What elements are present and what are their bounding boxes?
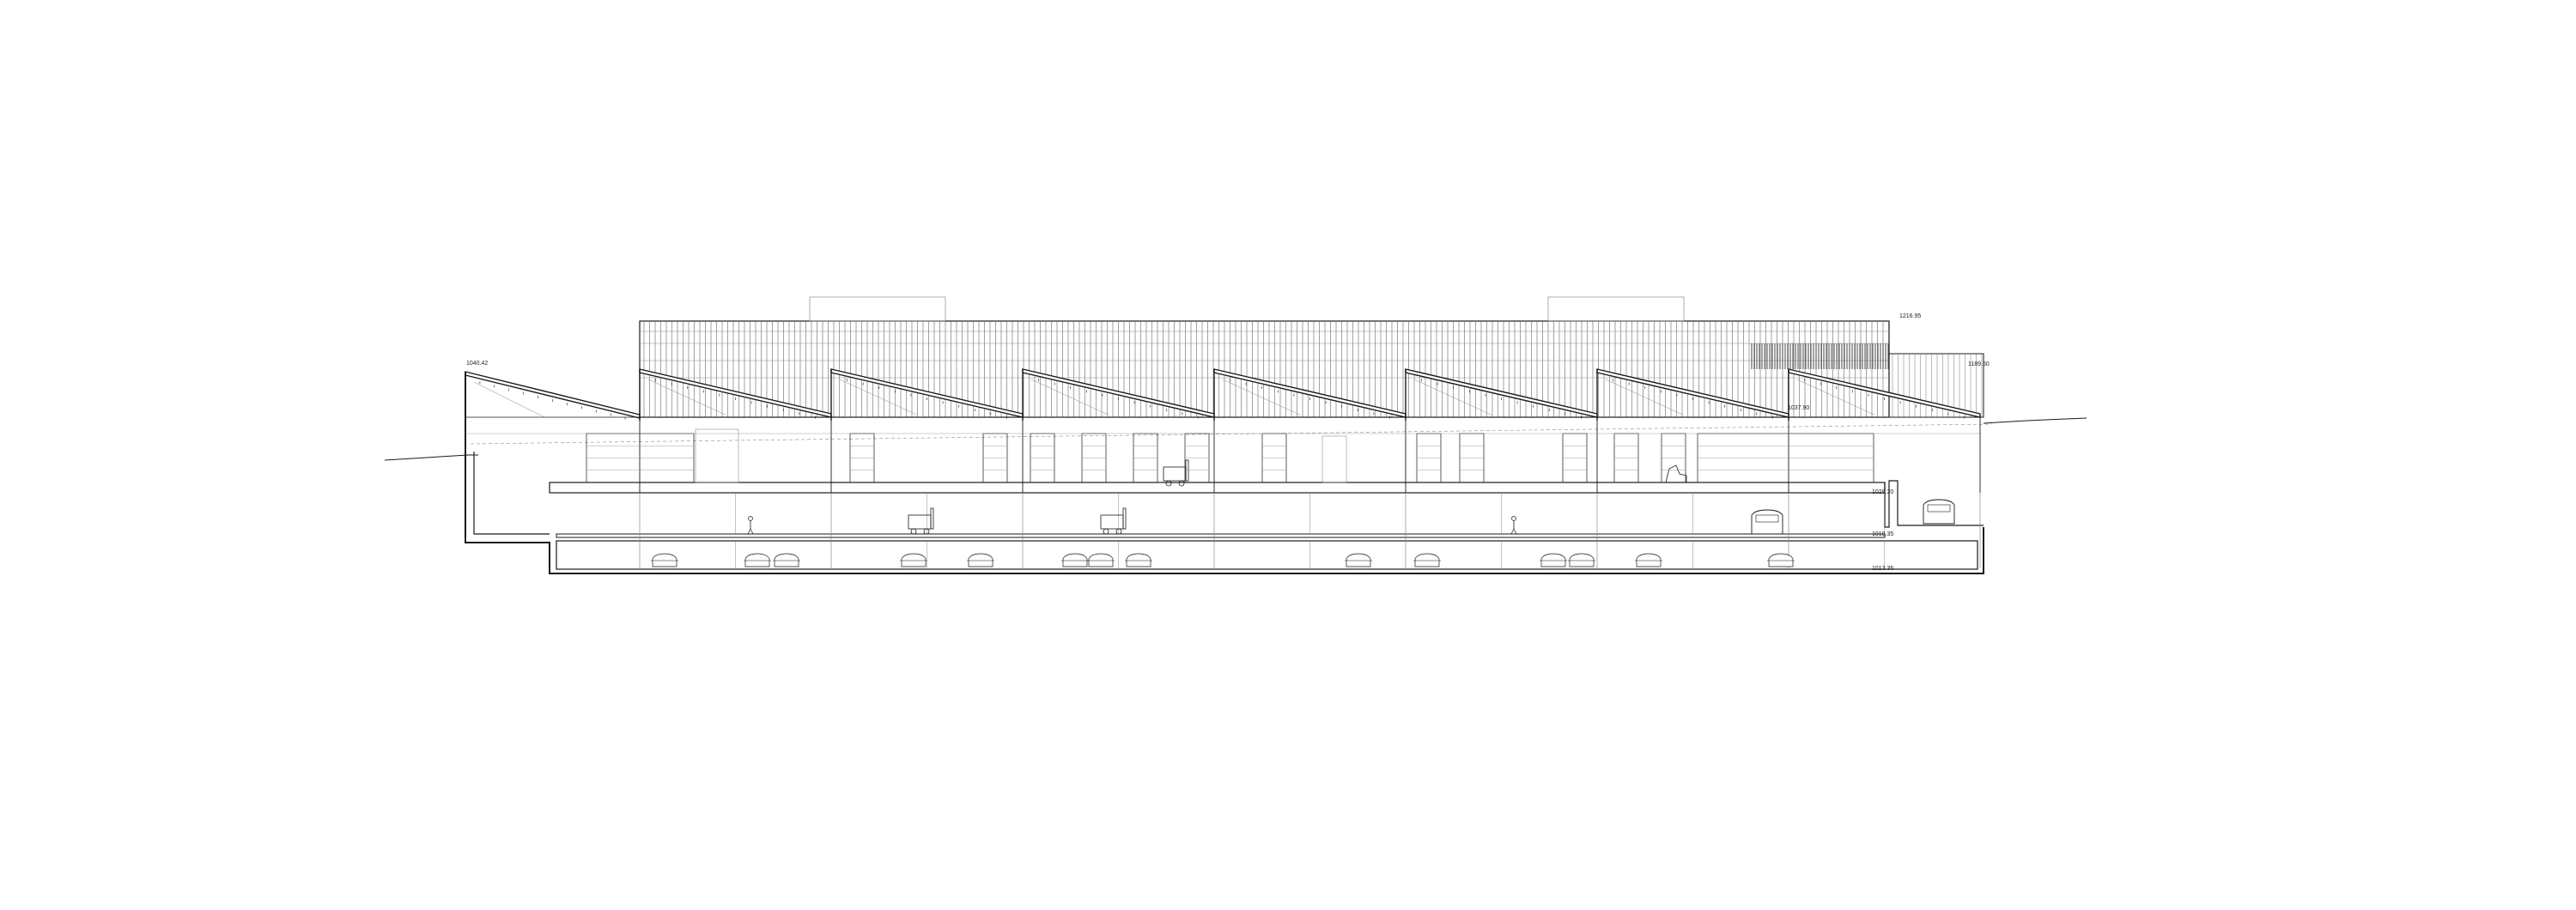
roof-bay-3-brace — [1030, 379, 1109, 416]
roof-bay-2 — [830, 368, 1024, 418]
level-label-basement-1: 1019.35 — [1872, 531, 1893, 537]
door-left — [695, 428, 739, 483]
car-9 — [1346, 553, 1371, 567]
roof-slope-left — [465, 371, 641, 419]
ground-line — [384, 417, 2087, 461]
car-14 — [1768, 553, 1794, 567]
basement-2-frame — [556, 540, 1978, 570]
forklift-2-wheel — [1103, 528, 1109, 535]
car-6 — [1062, 553, 1088, 567]
vehicles-and-people — [651, 459, 1955, 567]
sawtooth-roofs — [465, 368, 1981, 422]
car-5 — [968, 553, 993, 567]
car-2 — [744, 553, 770, 567]
van-2-windscreen — [1927, 504, 1951, 513]
forklift-1-wheel — [910, 528, 917, 535]
facade-frame — [639, 320, 1890, 418]
basement-1-slab — [556, 533, 1886, 538]
roof-bay-6-brace — [1605, 379, 1684, 416]
person-1-leg — [747, 528, 751, 535]
person-1-head — [748, 516, 753, 521]
car-8 — [1126, 553, 1151, 567]
forklift-3 — [1163, 466, 1187, 482]
person-1-leg — [750, 528, 754, 535]
forklift-1 — [908, 514, 932, 530]
ramp-pit — [1884, 480, 1984, 528]
roof-bay-1 — [639, 368, 832, 418]
roof-slope-left-brace — [473, 381, 544, 417]
forklift-2 — [1100, 514, 1124, 530]
car-11 — [1540, 553, 1566, 567]
car-4 — [901, 553, 927, 567]
workshop-interior — [465, 428, 1980, 483]
roof-lantern-left — [809, 296, 946, 322]
ground-left — [384, 454, 478, 461]
person-2-leg — [1510, 528, 1515, 535]
car-7 — [1088, 553, 1114, 567]
roof-bay-6 — [1596, 368, 1789, 418]
roof-bay-7 — [1788, 368, 1981, 418]
forklift-2-wheel — [1115, 528, 1122, 535]
car-10 — [1414, 553, 1440, 567]
roof-bay-2-brace — [839, 379, 918, 416]
forklift-1-mast — [930, 507, 934, 530]
building-shell — [465, 372, 1984, 574]
level-label-roof-left: 1040.42 — [466, 361, 488, 367]
roof-bay-5 — [1405, 368, 1598, 418]
roof-bay-7-brace — [1796, 379, 1875, 416]
person-2-leg — [1513, 528, 1517, 535]
car-13 — [1636, 553, 1662, 567]
person-2-head — [1511, 516, 1516, 521]
forklift-3-mast — [1185, 459, 1189, 482]
level-label-right-annex: 1189.60 — [1968, 361, 1990, 367]
car-3 — [774, 553, 799, 567]
level-label-ground-floor: 1029.20 — [1872, 489, 1893, 495]
roof-bay-4-brace — [1222, 379, 1301, 416]
level-label-basement-2: 1013.35 — [1872, 566, 1893, 572]
roof-bay-5-brace — [1413, 379, 1492, 416]
van-1-windscreen — [1755, 514, 1779, 523]
ground-right — [1983, 417, 2087, 424]
forklift-3-wheel — [1165, 480, 1172, 487]
outer-wall — [465, 372, 1984, 574]
roof-lantern-right — [1547, 296, 1685, 322]
vertical-louvre-facade — [639, 296, 1984, 418]
roof-bay-1-brace — [647, 379, 726, 416]
forklift-2-mast — [1122, 507, 1127, 530]
door-mid — [1321, 435, 1347, 483]
ground-floor-slab — [549, 482, 1886, 494]
dashed-grade-line — [470, 423, 1993, 445]
forklift-3-wheel — [1178, 480, 1185, 487]
seated-worker — [1665, 464, 1687, 483]
inner-wall-left — [473, 452, 550, 535]
level-label-facade-top: 1216.95 — [1899, 313, 1921, 319]
level-label-sawtooth-ridge: 1037.90 — [1788, 405, 1809, 411]
car-12 — [1569, 553, 1595, 567]
roof-bay-4 — [1213, 368, 1406, 418]
car-1 — [652, 553, 677, 567]
forklift-1-wheel — [923, 528, 930, 535]
